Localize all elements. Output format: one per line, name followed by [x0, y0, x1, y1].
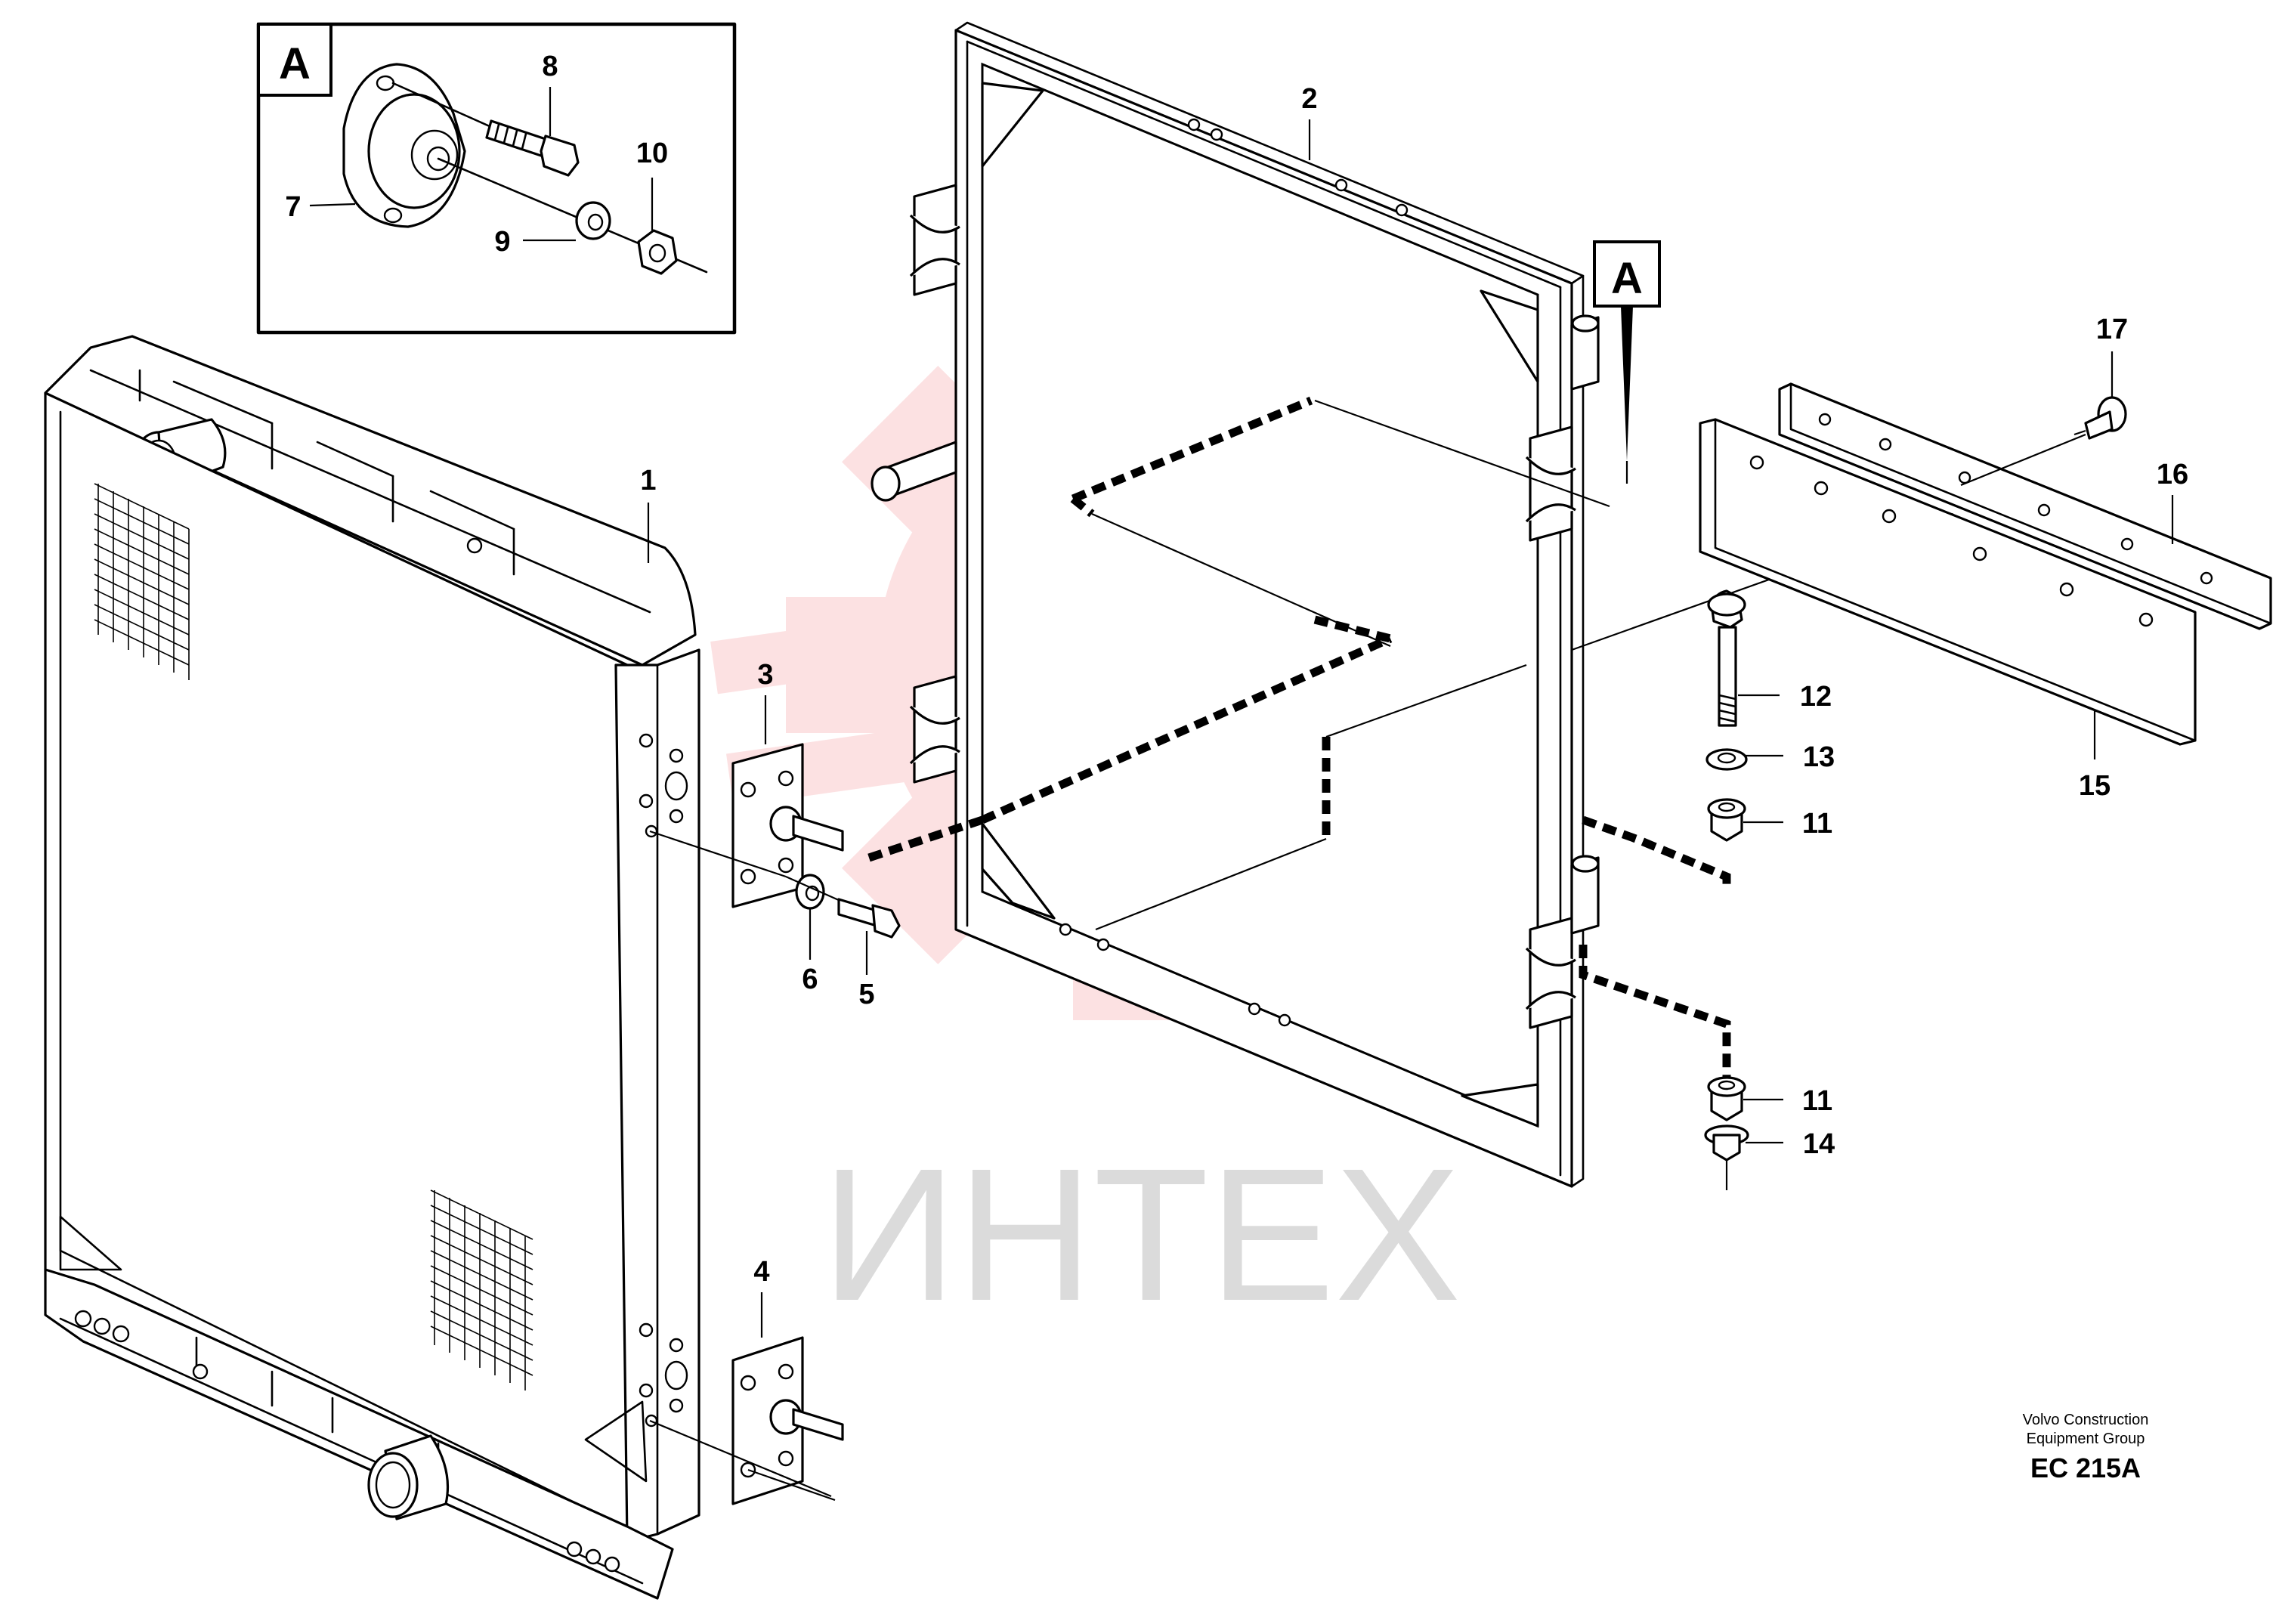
radiator-frame [871, 21, 1600, 1188]
bolt-8 [391, 82, 580, 177]
seal-strip-16 [1778, 382, 2272, 630]
callout-9: 9 [494, 226, 510, 258]
publisher-credit: Volvo Construction Equipment Group EC 21… [2023, 1412, 2149, 1483]
credit-line-1: Volvo Construction [2023, 1412, 2149, 1428]
detail-label: A [279, 39, 311, 88]
bracket-3 [649, 743, 844, 908]
bolt-12 [1707, 589, 1746, 727]
callout-2: 2 [1301, 83, 1317, 115]
rubber-mount [342, 63, 466, 228]
callout-16: 16 [2157, 459, 2188, 490]
nut-11-upper [1707, 798, 1746, 842]
callout-11-lower: 11 [1802, 1085, 1832, 1117]
callout-1: 1 [640, 465, 656, 496]
callout-5: 5 [858, 979, 874, 1010]
callout-15: 15 [2079, 770, 2111, 802]
bolt-5 [837, 898, 901, 939]
radiator-core-mesh-upper [94, 483, 190, 680]
frame-pin-left [871, 441, 957, 502]
bracket-4 [649, 1336, 844, 1505]
callout-13: 13 [1803, 741, 1835, 773]
callout-3: 3 [757, 659, 773, 691]
detail-view-a: A 8 10 7 [256, 22, 737, 335]
diagram-code: EC 215A [2030, 1452, 2141, 1483]
radiator [44, 335, 700, 1600]
detail-label-box [257, 23, 332, 97]
callout-11-upper: 11 [1802, 808, 1832, 840]
reference-marker-label: A [1611, 254, 1643, 303]
frame-clip-lower-left [909, 675, 960, 784]
frame-hinge-upper-right [1570, 314, 1600, 391]
callout-10: 10 [636, 138, 668, 169]
screw-17 [1960, 396, 2127, 487]
frame-clip-lower-right [1525, 917, 1576, 1029]
reference-marker-a: A [1593, 240, 1661, 484]
seal-strip-15 [1699, 418, 2197, 746]
callouts: 1 2 3 4 5 6 12 13 11 11 14 15 16 17 [640, 83, 2188, 1338]
frame-hinge-lower-right [1570, 855, 1600, 935]
watermark-text: ИНТЕХ [821, 1129, 1461, 1340]
callout-17: 17 [2096, 314, 2128, 345]
callout-12: 12 [1800, 681, 1832, 713]
callout-4: 4 [753, 1256, 769, 1288]
nut-11-lower [1707, 1076, 1746, 1121]
callout-7: 7 [285, 191, 301, 223]
frame-clip-upper-right [1525, 425, 1576, 542]
nut-14 [1704, 1124, 1749, 1190]
radiator-core-mesh-lower [430, 1189, 533, 1390]
assembly-dashed-path [867, 396, 1954, 1077]
callout-6: 6 [802, 964, 818, 995]
callout-8: 8 [542, 51, 558, 82]
washer-13 [1705, 748, 1748, 771]
frame-clip-upper-left [909, 184, 960, 296]
callout-14: 14 [1803, 1128, 1835, 1160]
credit-line-2: Equipment Group [2027, 1431, 2145, 1447]
